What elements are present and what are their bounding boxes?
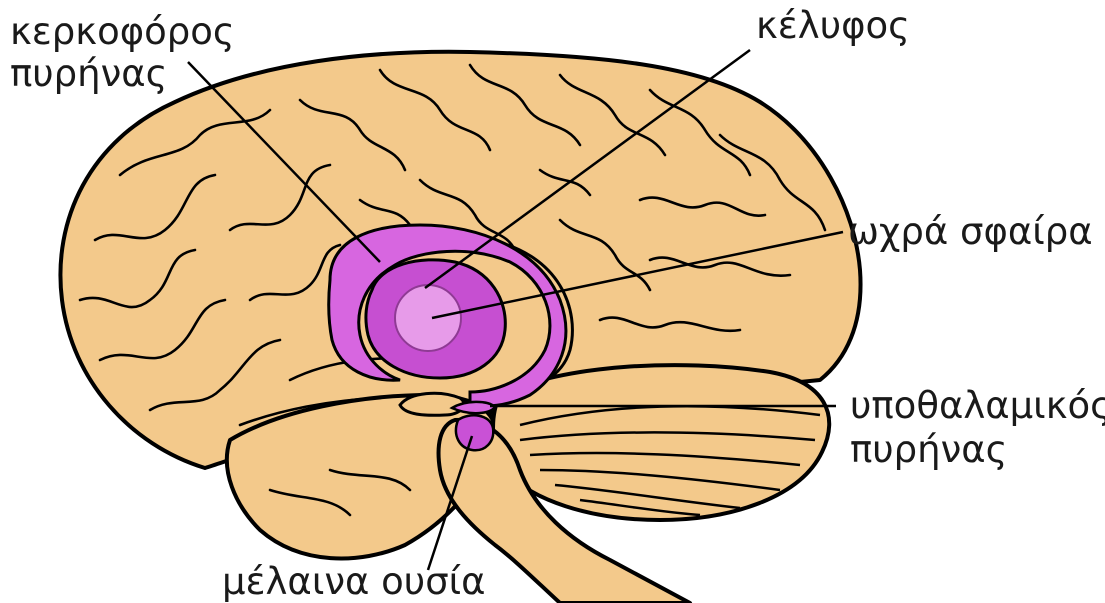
globus-pallidus <box>395 285 461 351</box>
label-substantia-nigra: μέλαινα ουσία <box>222 560 486 603</box>
label-caudate-line2: πυρήνας <box>10 52 167 95</box>
subthalamic-nucleus <box>452 402 495 413</box>
substantia-nigra <box>456 415 493 450</box>
label-globus-pallidus: ωχρά σφαίρα <box>848 210 1093 253</box>
thalamus-outline <box>400 393 464 415</box>
label-putamen: κέλυφος <box>756 4 910 47</box>
label-subthalamic-line2: πυρήνας <box>850 428 1007 471</box>
label-caudate-line1: κερκοφόρος <box>10 10 235 53</box>
label-subthalamic-line1: υποθαλαμικός <box>850 384 1105 427</box>
